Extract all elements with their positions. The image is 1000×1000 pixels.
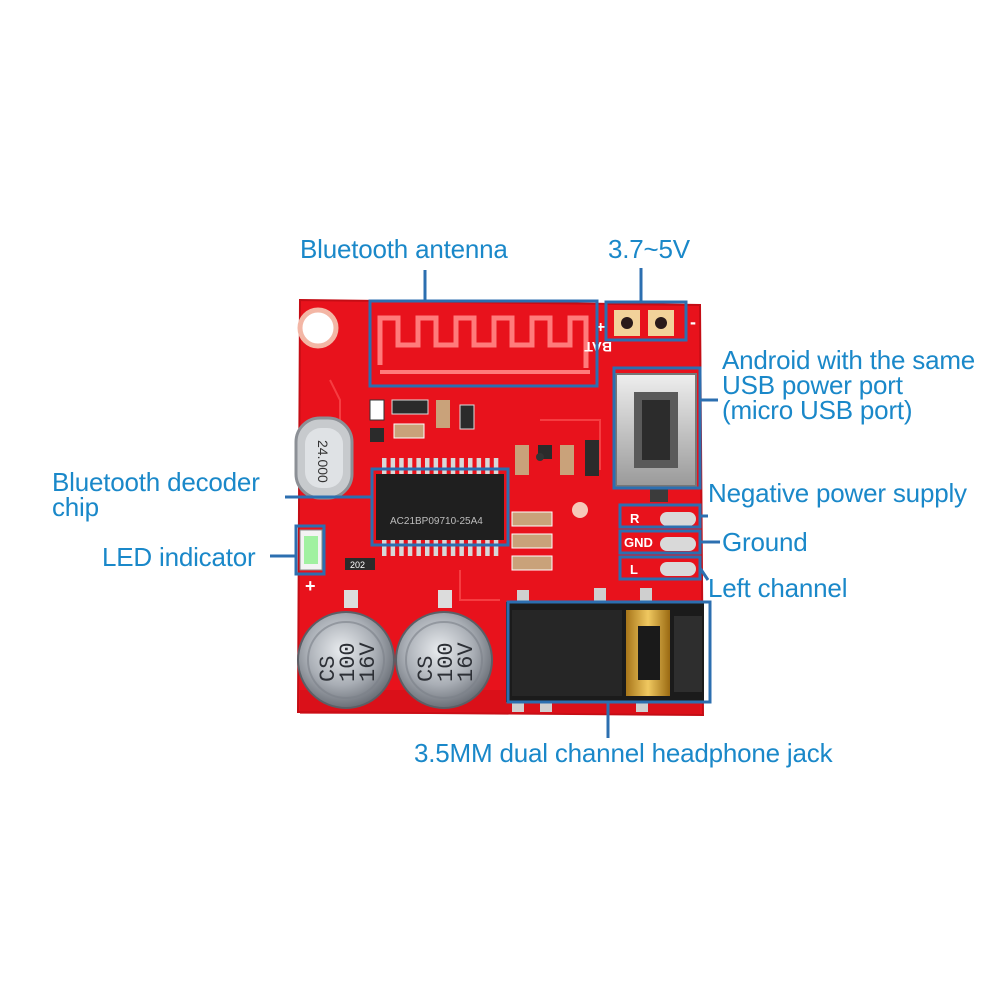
chip-pin xyxy=(468,540,473,556)
usb-callout-box xyxy=(612,366,702,490)
pad-gnd-marking: GND xyxy=(624,535,653,550)
chip-pin xyxy=(382,458,387,474)
chip-callout-box xyxy=(370,467,510,547)
chip-pin xyxy=(390,540,396,556)
output-pads: R GND L xyxy=(624,511,696,577)
chip-pin xyxy=(468,458,473,474)
chip-marking: AC21BP09710-25A4 xyxy=(390,516,483,527)
label-ground: Ground xyxy=(722,527,808,557)
led-plus-marking: + xyxy=(305,576,316,596)
chip-pin xyxy=(390,458,396,474)
crystal-oscillator: 24.000 xyxy=(294,416,354,500)
cap-left-line1: CS xyxy=(316,656,341,682)
smd-components: 202 xyxy=(345,399,599,571)
label-voltage: 3.7~5V xyxy=(608,234,690,264)
chip-pin xyxy=(433,540,439,556)
headphone-jack xyxy=(506,588,704,712)
cap-right-line1: CS xyxy=(414,656,439,682)
resistor-marking: 202 xyxy=(350,560,365,570)
cap-left-line2: 100 xyxy=(336,642,361,682)
capacitor-right: CS 100 16V xyxy=(395,590,493,709)
bluetooth-antenna-trace xyxy=(377,315,590,374)
chip-pin xyxy=(407,458,413,474)
label-negative-power: Negative power supply xyxy=(708,478,967,508)
chip-pin xyxy=(485,458,490,474)
led: + xyxy=(299,529,323,596)
chip-pin xyxy=(485,540,490,556)
label-decoder-chip-line2: chip xyxy=(52,492,99,522)
label-bluetooth-antenna: Bluetooth antenna xyxy=(300,234,508,264)
label-usb-port-line2: USB power port xyxy=(722,370,903,400)
chip-pin xyxy=(433,458,439,474)
chip-pin xyxy=(459,540,464,556)
pad-l-leader xyxy=(698,567,710,581)
chip-pin xyxy=(425,458,430,474)
chip-pin xyxy=(450,458,456,474)
label-usb-port-line3: (micro USB port) xyxy=(722,395,913,425)
voltage-callout-box xyxy=(604,300,688,342)
micro-usb-port xyxy=(615,373,697,502)
chip-pin xyxy=(493,540,499,556)
cap-left-line3: 16V xyxy=(356,642,381,682)
chip-pin xyxy=(476,458,482,474)
label-usb-port: Android with the same USB power port (mi… xyxy=(722,345,976,425)
cap-right-line2: 100 xyxy=(434,642,459,682)
chip-pin xyxy=(442,540,447,556)
plus-marking: + xyxy=(596,319,605,336)
cap-right-line3: 16V xyxy=(454,642,479,682)
chip-pin xyxy=(382,540,387,556)
led-callout-box xyxy=(294,524,326,576)
mounting-hole xyxy=(297,307,339,349)
label-usb-port-line1: Android with the same xyxy=(722,345,976,375)
label-headphone-jack: 3.5MM dual channel headphone jack xyxy=(414,738,833,768)
chip-pin xyxy=(476,540,482,556)
label-left-channel: Left channel xyxy=(708,573,848,603)
chip-pin xyxy=(399,540,404,556)
crystal-marking: 24.000 xyxy=(315,440,331,483)
pad-l-marking: L xyxy=(630,562,638,577)
capacitor-left: CS 100 16V xyxy=(297,590,395,709)
callouts xyxy=(270,268,720,738)
chip-pin xyxy=(416,458,421,474)
chip-pin xyxy=(425,540,430,556)
chip-pin xyxy=(407,540,413,556)
label-decoder-chip: Bluetooth decoder chip xyxy=(52,467,260,522)
minus-marking: - xyxy=(690,312,696,332)
chip-pin xyxy=(442,458,447,474)
antenna-callout-box xyxy=(368,299,599,388)
chip-pin xyxy=(416,540,421,556)
chip-pin xyxy=(450,540,456,556)
pad-r-marking: R xyxy=(630,511,640,526)
label-led-indicator: LED indicator xyxy=(102,542,256,572)
decoder-chip: AC21BP09710-25A4 xyxy=(376,458,504,556)
label-decoder-chip-line1: Bluetooth decoder xyxy=(52,467,260,497)
chip-pin xyxy=(459,458,464,474)
chip-pin xyxy=(493,458,499,474)
chip-pin xyxy=(399,458,404,474)
